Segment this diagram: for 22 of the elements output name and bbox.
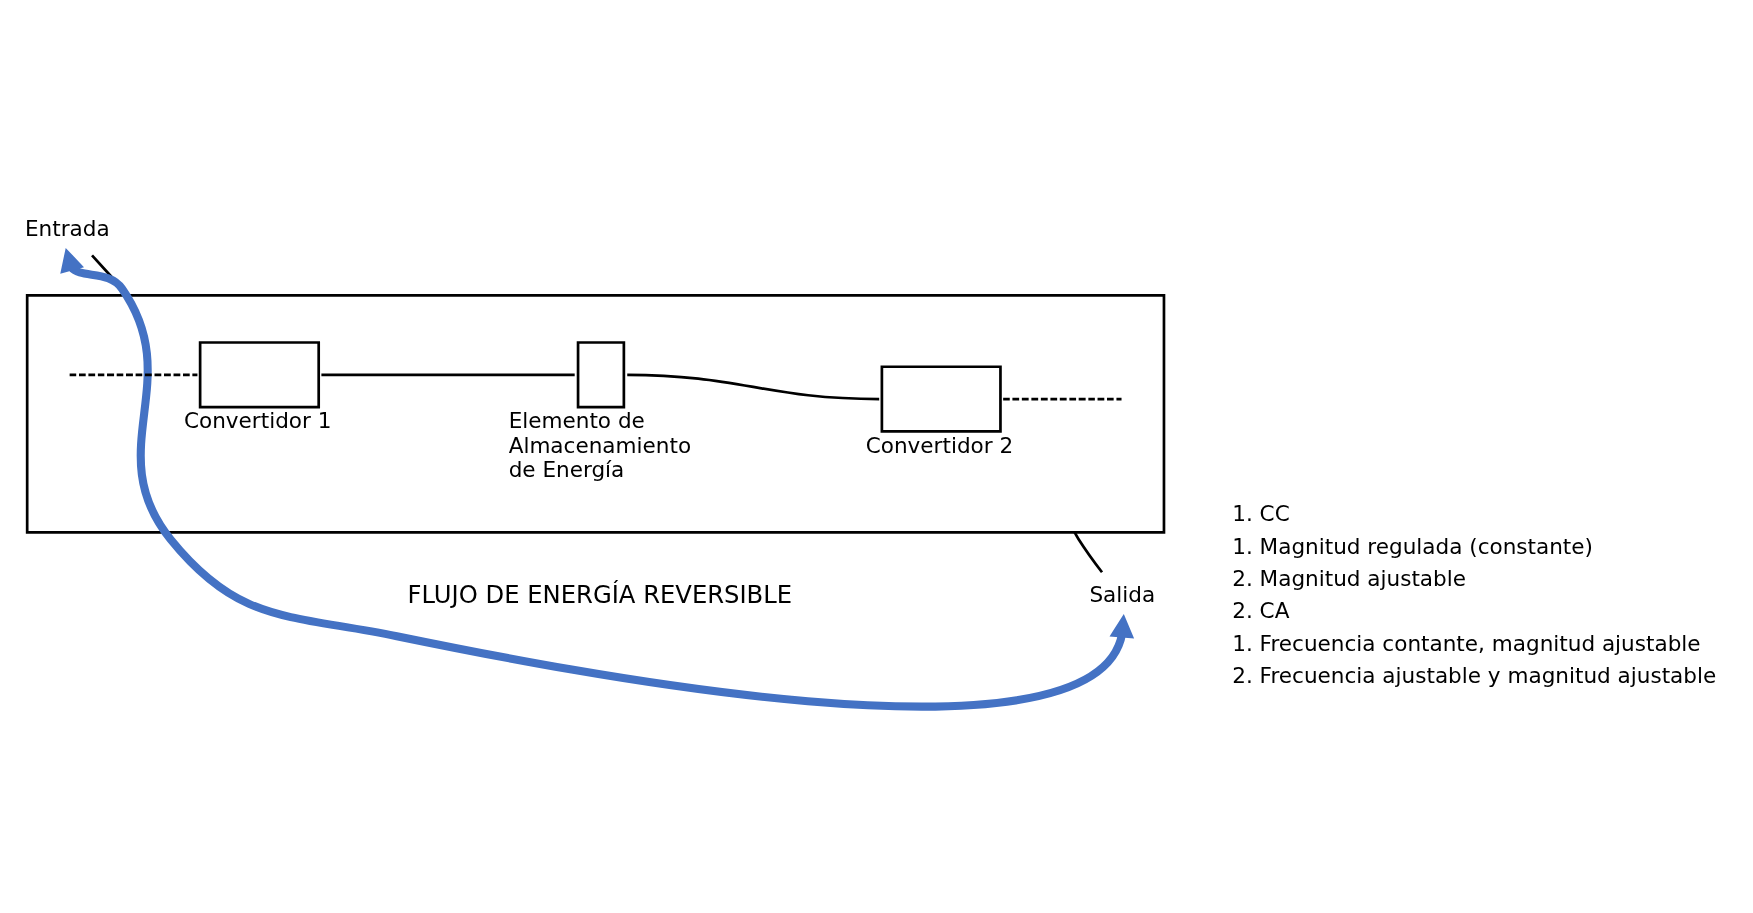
connector <box>1003 397 1122 401</box>
label: 1. Frecuencia contante, magnitud ajustable <box>1232 630 1701 656</box>
node-text: Salida <box>1089 582 1156 608</box>
label: FLUJO DE ENERGÍA REVERSIBLE <box>407 580 793 610</box>
node-label: Convertidor 2 <box>865 432 1014 458</box>
node-box <box>198 341 321 409</box>
connector <box>69 373 198 377</box>
node-box <box>880 365 1002 433</box>
arrow <box>60 247 1135 710</box>
cluster <box>25 293 1166 534</box>
node-text: Entrada <box>24 215 110 241</box>
label: 2. Magnitud ajustable <box>1232 566 1466 592</box>
label: 1. Magnitud regulada (constante) <box>1232 533 1593 559</box>
label: 2. CA <box>1232 598 1290 624</box>
node-box <box>576 341 626 409</box>
connector <box>1073 531 1104 574</box>
connector <box>321 373 575 377</box>
label: 1. CC <box>1232 501 1290 527</box>
connector <box>627 373 880 401</box>
node-label: Elemento de Almacenamiento de Energía <box>508 408 692 482</box>
label: 2. Frecuencia ajustable y magnitud ajustable <box>1232 663 1717 689</box>
node-label: Convertidor 1 <box>183 408 332 434</box>
